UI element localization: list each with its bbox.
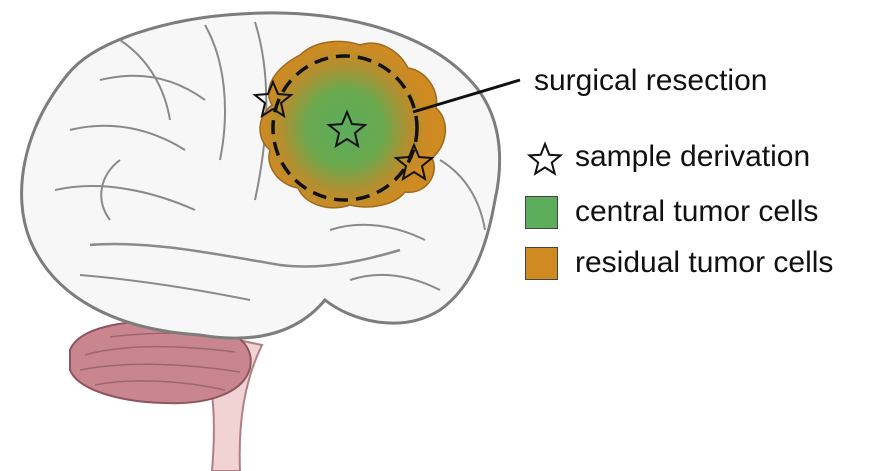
legend-swatch-residual xyxy=(525,247,558,280)
legend-label-residual-tumor-cells: residual tumor cells xyxy=(575,246,833,280)
legend-label-central-tumor-cells: central tumor cells xyxy=(575,195,818,229)
star-outline-icon xyxy=(527,141,563,177)
surgical-resection-label: surgical resection xyxy=(534,64,767,98)
legend-swatch-central xyxy=(525,196,558,229)
legend-label-sample-derivation: sample derivation xyxy=(575,140,810,174)
